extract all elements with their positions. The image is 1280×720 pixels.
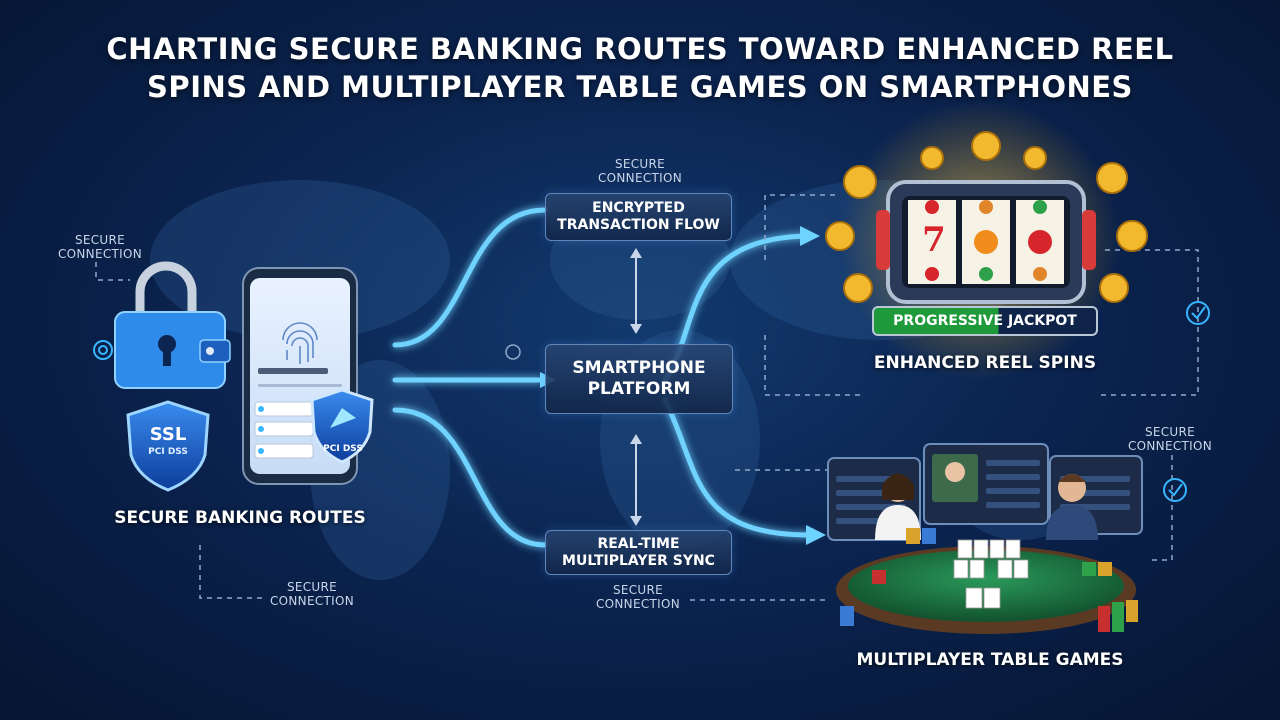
smartphone-platform-box: SMARTPHONE PLATFORM xyxy=(545,344,733,414)
fingerprint-small-icon xyxy=(93,340,113,360)
secure-connection-label-left-bottom: SECURE CONNECTION xyxy=(269,580,355,608)
pci-dss-shield-text: PCI DSS xyxy=(148,447,188,457)
fingerprint-icon xyxy=(282,322,318,364)
title-line-1: CHARTING SECURE BANKING ROUTES TOWARD EN… xyxy=(106,32,1174,66)
multiplayer-table-games-label: MULTIPLAYER TABLE GAMES xyxy=(856,650,1124,670)
poker-table-felt xyxy=(848,550,1124,622)
orange-symbol xyxy=(974,230,998,254)
title-line-2: SPINS AND MULTIPLAYER TABLE GAMES ON SMA… xyxy=(147,70,1133,104)
arrow-to-table xyxy=(806,525,826,545)
flow-line-to-table xyxy=(662,397,813,538)
flow-line-bottom xyxy=(392,407,548,548)
padlock-icon xyxy=(135,261,197,318)
wallet-icon xyxy=(114,311,231,389)
enhanced-reel-spins-label: ENHANCED REEL SPINS xyxy=(873,353,1097,373)
secure-connection-label-left-top: SECURE CONNECTION xyxy=(57,233,143,261)
playing-cards xyxy=(953,539,1029,609)
gold-coins xyxy=(825,131,1148,303)
banking-flow-lines xyxy=(392,207,548,548)
secure-connection-label-middle-bottom: SECURE CONNECTION xyxy=(595,583,681,611)
arrow-to-reels xyxy=(800,226,820,246)
page-title: CHARTING SECURE BANKING ROUTES TOWARD EN… xyxy=(0,30,1280,106)
multiplayer-sync-box: REAL-TIME MULTIPLAYER SYNC xyxy=(545,530,732,575)
apple-symbol xyxy=(1028,230,1052,254)
progressive-jackpot-banner: PROGRESSIVE JACKPOT xyxy=(872,306,1098,336)
dashed-connection-lines xyxy=(95,194,1199,601)
ssl-shield-icon xyxy=(126,400,210,492)
encrypted-transaction-flow-box: ENCRYPTED TRANSACTION FLOW xyxy=(545,193,732,241)
slot-seven-symbol: 7 xyxy=(922,220,946,260)
secure-connection-label-middle-top: SECURE CONNECTION xyxy=(597,157,683,185)
small-node-icon xyxy=(505,344,521,360)
check-icons xyxy=(1163,301,1210,502)
pci-phone-shield-icon xyxy=(310,388,374,464)
player-male xyxy=(1046,474,1098,540)
slot-machine xyxy=(876,180,1096,304)
secure-connection-label-right: SECURE CONNECTION xyxy=(1127,425,1213,453)
flow-line-top xyxy=(392,207,548,348)
secure-banking-routes-label: SECURE BANKING ROUTES xyxy=(114,508,366,528)
pci-dss-phone-text: PCI DSS xyxy=(323,444,363,454)
ssl-badge-text: SSL xyxy=(149,424,187,445)
casino-chips xyxy=(840,528,1138,632)
